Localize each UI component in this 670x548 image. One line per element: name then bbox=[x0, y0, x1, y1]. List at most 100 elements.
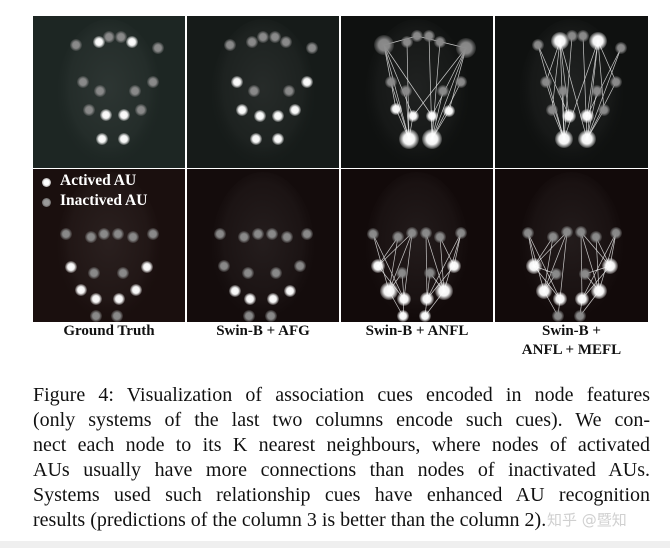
inactive-au-node bbox=[127, 231, 139, 243]
bottom-bar bbox=[0, 541, 670, 548]
inactive-au-node bbox=[281, 231, 293, 243]
active-au-node bbox=[90, 293, 102, 305]
inactive-au-node bbox=[280, 36, 292, 48]
active-au-node bbox=[575, 292, 589, 306]
inactive-au-node bbox=[434, 36, 446, 48]
inactive-au-node bbox=[392, 231, 404, 243]
association-edge bbox=[439, 236, 445, 292]
active-au-node bbox=[553, 292, 567, 306]
inactive-au-node bbox=[561, 226, 573, 238]
inactive-au-node bbox=[575, 226, 587, 238]
association-edge bbox=[537, 44, 570, 117]
inactive-au-node bbox=[242, 267, 254, 279]
column-label-line1: Swin-B + bbox=[542, 323, 601, 339]
association-edge bbox=[527, 232, 561, 300]
active-au-node bbox=[447, 259, 461, 273]
inactive-au-node bbox=[301, 228, 313, 240]
association-edge bbox=[543, 231, 568, 292]
active-au-node bbox=[75, 284, 87, 296]
column-label-swin-anfl-mefl: Swin-B + ANFL + MEFL bbox=[495, 323, 648, 359]
inactive-au-node bbox=[424, 267, 436, 279]
active-au-node bbox=[126, 36, 138, 48]
active-au-node bbox=[272, 110, 284, 122]
active-au-node bbox=[236, 104, 248, 116]
face-visualization bbox=[33, 169, 185, 322]
inactive-au-node bbox=[60, 228, 72, 240]
inactive-au-node bbox=[547, 231, 559, 243]
face-visualization bbox=[187, 169, 339, 322]
active-au-node bbox=[390, 103, 402, 115]
inactive-au-node bbox=[117, 267, 129, 279]
inactive-au-node bbox=[610, 76, 622, 88]
inactive-au-node bbox=[112, 228, 124, 240]
active-au-node bbox=[254, 110, 266, 122]
inactive-au-node bbox=[266, 228, 278, 240]
active-au-node bbox=[536, 283, 552, 299]
association-edge bbox=[586, 47, 622, 117]
caption-line-3: nect each node to its K nearest neighbou… bbox=[33, 434, 650, 456]
active-au-node bbox=[371, 259, 385, 273]
caption-line-2: (only systems of the last two columns en… bbox=[33, 409, 650, 431]
active-au-node bbox=[562, 109, 576, 123]
active-au-node bbox=[443, 105, 455, 117]
association-edge bbox=[377, 232, 413, 267]
inactive-au-node bbox=[437, 85, 449, 97]
association-edge bbox=[543, 236, 554, 292]
inactive-au-node bbox=[411, 30, 423, 42]
inactive-au-node bbox=[385, 76, 397, 88]
panel-swin-afg-row2 bbox=[187, 169, 339, 322]
panel-swin-anfl-row2 bbox=[341, 169, 493, 322]
inactive-au-node bbox=[546, 104, 558, 116]
inactive-au-node bbox=[610, 227, 622, 239]
inactive-au-node bbox=[243, 310, 255, 322]
inactive-au-node bbox=[550, 268, 562, 280]
inactive-au-node bbox=[455, 227, 467, 239]
active-au-node bbox=[96, 133, 108, 145]
association-edge bbox=[580, 231, 600, 292]
active-au-node bbox=[93, 36, 105, 48]
association-edge bbox=[426, 232, 462, 300]
inactive-au-node bbox=[552, 310, 564, 322]
inactive-au-node bbox=[306, 42, 318, 54]
active-au-node bbox=[130, 284, 142, 296]
face-visualization bbox=[341, 169, 493, 322]
active-au-node bbox=[407, 110, 419, 122]
association-edge bbox=[559, 40, 588, 140]
active-au-node bbox=[118, 133, 130, 145]
active-au-node bbox=[551, 32, 569, 50]
active-au-node bbox=[397, 310, 409, 322]
inactive-au-node bbox=[540, 76, 552, 88]
active-au-node bbox=[526, 258, 542, 274]
inactive-au-node bbox=[591, 85, 603, 97]
active-au-node bbox=[141, 261, 153, 273]
active-au-node bbox=[301, 76, 313, 88]
caption-line-5: Systems used such relationship cues have… bbox=[33, 484, 650, 506]
face-visualization bbox=[341, 16, 493, 168]
panel-ground-truth-row2 bbox=[33, 169, 185, 322]
inactive-au-node bbox=[401, 36, 413, 48]
active-au-node bbox=[113, 293, 125, 305]
column-label-line2: ANFL + MEFL bbox=[521, 342, 622, 358]
active-au-node bbox=[435, 282, 453, 300]
inactive-au-node bbox=[456, 38, 476, 58]
association-edge bbox=[425, 232, 428, 300]
association-edge bbox=[431, 47, 467, 117]
active-au-node bbox=[229, 285, 241, 297]
active-au-node bbox=[118, 109, 130, 121]
association-edge bbox=[586, 40, 599, 117]
inactive-au-node bbox=[238, 231, 250, 243]
inactive-au-node bbox=[218, 260, 230, 272]
inactive-au-node bbox=[574, 310, 586, 322]
panel-swin-anfl-mefl-row1 bbox=[495, 16, 648, 168]
inactive-au-node bbox=[283, 85, 295, 97]
inactive-au-node bbox=[214, 228, 226, 240]
inactive-au-node bbox=[70, 39, 82, 51]
association-edge bbox=[581, 232, 617, 300]
inactive-au-node bbox=[147, 228, 159, 240]
inactive-au-node bbox=[88, 267, 100, 279]
active-au-node bbox=[555, 130, 573, 148]
active-au-node bbox=[589, 32, 607, 50]
active-au-node bbox=[231, 76, 243, 88]
inactive-au-node bbox=[269, 31, 281, 43]
inactive-au-node bbox=[111, 310, 123, 322]
